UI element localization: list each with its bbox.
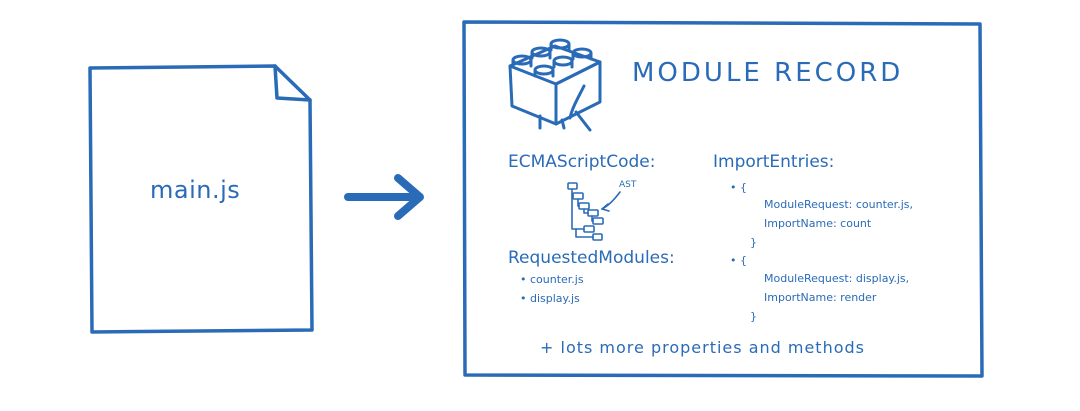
import-entry-close: } <box>750 236 757 249</box>
file-page-icon <box>88 64 314 334</box>
requested-modules-heading: RequestedModules: <box>508 248 675 268</box>
ast-label: AST <box>619 180 637 190</box>
import-entry-open: • { <box>730 181 747 194</box>
import-entry-import-name: ImportName: count <box>764 217 872 230</box>
module-record-title: MODULE RECORD <box>632 58 904 88</box>
file-name: main.js <box>150 176 241 204</box>
ast-tree-icon <box>567 182 621 241</box>
module-record-card <box>462 20 984 378</box>
requested-module-item: • counter.js <box>520 273 584 286</box>
lego-brick-icon <box>508 38 602 132</box>
more-properties-note: + lots more properties and methods <box>540 338 865 357</box>
import-entry-module-request: ModuleRequest: display.js, <box>764 272 910 285</box>
import-entries-heading: ImportEntries: <box>713 152 835 172</box>
requested-module-item: • display.js <box>520 292 580 305</box>
import-entry-close: } <box>750 310 757 323</box>
ecmascript-code-heading: ECMAScriptCode: <box>508 152 656 172</box>
import-entry-import-name: ImportName: render <box>764 291 877 304</box>
arrow-right-icon <box>344 174 424 220</box>
import-entry-module-request: ModuleRequest: counter.js, <box>764 198 913 211</box>
import-entry-open: • { <box>730 254 747 267</box>
